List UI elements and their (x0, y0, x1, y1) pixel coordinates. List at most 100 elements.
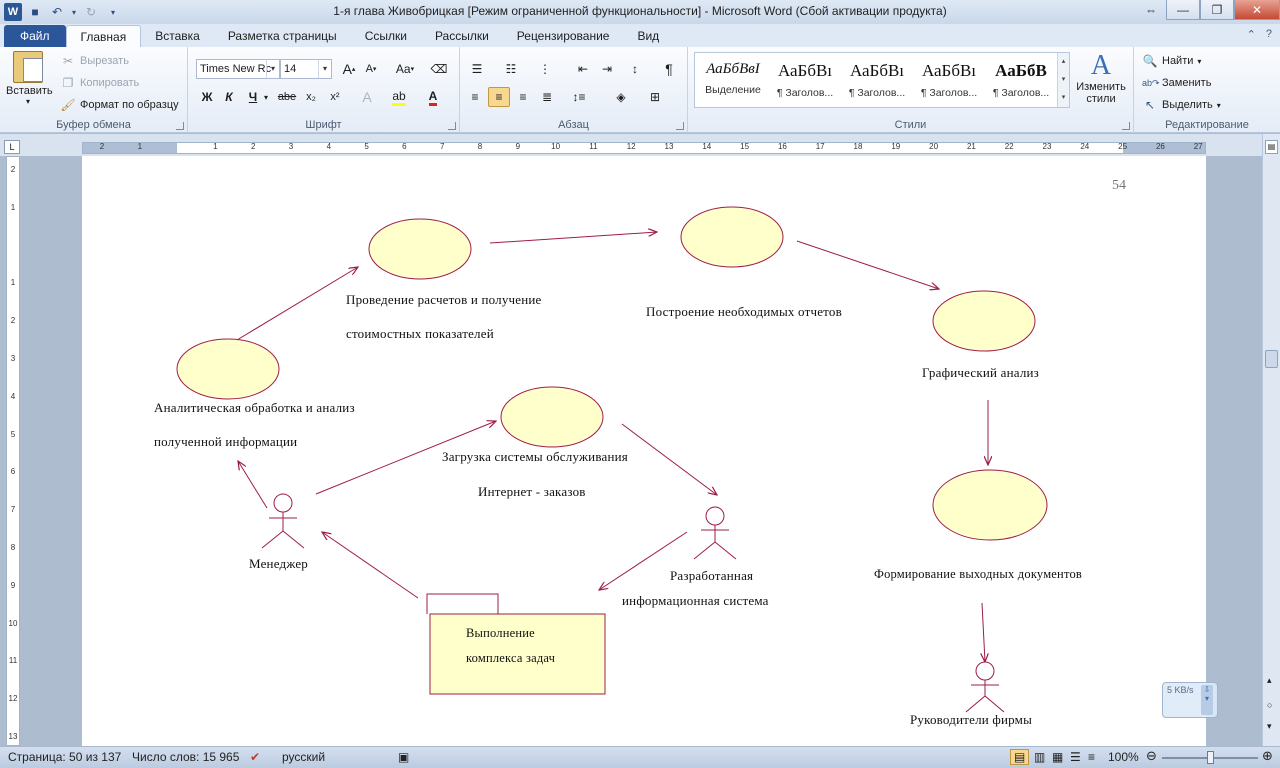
font-color-button[interactable]: A (422, 87, 444, 107)
shrink-font-button[interactable]: A▾ (365, 63, 377, 75)
web-layout-view-icon[interactable]: ▦ (1052, 750, 1064, 764)
usecase-output[interactable] (932, 469, 1048, 541)
actor-heads-icon[interactable] (965, 661, 1005, 713)
paste-button[interactable]: Вставить ▾ (6, 51, 53, 106)
style-item-heading-2[interactable]: АаБбВı ¶ Заголов... (841, 55, 913, 105)
style-item-heading-3[interactable]: АаБбВı ¶ Заголов... (913, 55, 985, 105)
minimize-button[interactable]: — (1166, 0, 1200, 20)
customize-qat-icon[interactable]: ▾ (110, 7, 115, 17)
usecase-graph[interactable] (932, 290, 1036, 352)
zoom-slider-thumb[interactable] (1207, 751, 1214, 764)
usecase-analytic[interactable] (176, 338, 280, 400)
tab-file[interactable]: Файл (4, 25, 66, 47)
decrease-indent-icon[interactable]: ⇤ (577, 62, 589, 76)
borders-icon[interactable]: ⊞ (649, 90, 661, 104)
paragraph-launcher-icon[interactable] (676, 122, 684, 130)
shading-icon[interactable]: ◈ (616, 90, 626, 104)
tab-review[interactable]: Рецензирование (516, 29, 610, 43)
multilevel-list-icon[interactable]: ⋮ (539, 62, 551, 76)
font-launcher-icon[interactable] (448, 122, 456, 130)
tab-references[interactable]: Ссылки (364, 29, 407, 43)
line-spacing-icon[interactable]: ↕≡ (572, 90, 586, 104)
format-painter-button[interactable]: 🖌 Формат по образцу (60, 97, 178, 113)
actor-manager-icon[interactable] (261, 493, 305, 549)
undo-dropdown-icon[interactable]: ▾ (71, 7, 76, 17)
macro-record-icon[interactable]: ▣ (398, 750, 410, 764)
word-logo-icon[interactable]: W (4, 3, 22, 21)
copy-button[interactable]: ❐ Копировать (60, 75, 140, 91)
change-styles-button[interactable]: A Изменить стили (1070, 51, 1132, 106)
proofing-icon[interactable]: ✔ (250, 750, 261, 764)
find-button[interactable]: 🔍 Найти▾ (1142, 53, 1202, 69)
style-item-heading-4[interactable]: АаБбВ ¶ Заголов... (985, 55, 1057, 105)
align-right-icon[interactable]: ≡ (519, 90, 527, 104)
zoom-in-icon[interactable]: ⊕ (1262, 748, 1273, 763)
restore-button[interactable]: ❐ (1200, 0, 1234, 20)
clear-formatting-icon[interactable]: ⌫ (430, 62, 448, 76)
vertical-scrollbar[interactable]: ▤ ▴ ○ ▾ (1262, 134, 1280, 746)
task-package-icon[interactable] (426, 593, 606, 695)
usecase-reports[interactable] (680, 206, 784, 268)
usecase-calc[interactable] (368, 218, 472, 280)
styles-launcher-icon[interactable] (1122, 122, 1130, 130)
zoom-level[interactable]: 100% (1108, 750, 1139, 764)
close-button[interactable]: ✕ (1234, 0, 1280, 20)
underline-button[interactable]: Ч (248, 90, 258, 104)
tab-home[interactable]: Главная (65, 25, 142, 47)
outline-view-icon[interactable]: ☰ (1070, 750, 1081, 764)
clipboard-launcher-icon[interactable] (176, 122, 184, 130)
underline-dropdown-icon[interactable]: ▾ (263, 92, 268, 102)
cut-button[interactable]: ✂ Вырезать (60, 53, 129, 69)
bullets-icon[interactable]: ☰ (471, 62, 483, 76)
text-effects-icon[interactable]: A (362, 89, 372, 105)
status-words[interactable]: Число слов: 15 965 (132, 750, 240, 764)
highlight-button[interactable]: ab (388, 87, 410, 107)
ruler-toggle-icon[interactable]: ▤ (1265, 140, 1278, 154)
font-family-combo[interactable]: Times New Rc ▾ (196, 59, 280, 79)
ribbon-toggle-icon[interactable]: ⇔ (1145, 3, 1157, 17)
align-left-icon[interactable]: ≡ (471, 90, 479, 104)
subscript-button[interactable]: x₂ (306, 91, 316, 103)
justify-icon[interactable]: ≣ (541, 90, 553, 104)
usecase-load[interactable] (500, 386, 604, 448)
superscript-button[interactable]: x² (330, 91, 340, 103)
tab-insert[interactable]: Вставка (155, 29, 200, 43)
scroll-up-icon[interactable]: ▴ (1267, 675, 1272, 685)
italic-button[interactable]: К (225, 90, 233, 104)
font-size-dropdown-icon[interactable]: ▾ (318, 60, 331, 78)
undo-icon[interactable]: ↶ (51, 5, 63, 19)
sort-icon[interactable]: ↕ (632, 62, 638, 76)
strikethrough-button[interactable]: abe (277, 91, 297, 103)
help-icon[interactable]: ? (1265, 28, 1272, 40)
align-center-icon[interactable]: ≡ (488, 87, 510, 107)
draft-view-icon[interactable]: ≡ (1088, 750, 1096, 764)
scroll-down-icon[interactable]: ▾ (1267, 721, 1272, 731)
tab-mailings[interactable]: Рассылки (434, 29, 489, 43)
minimize-ribbon-icon[interactable]: ⌃ (1246, 29, 1256, 41)
tab-stop-selector[interactable]: L (4, 140, 20, 154)
font-family-dropdown-icon[interactable]: ▾ (266, 60, 279, 78)
scroll-thumb[interactable] (1265, 350, 1278, 368)
actor-devsys-icon[interactable] (693, 506, 737, 560)
tab-page-layout[interactable]: Разметка страницы (227, 29, 337, 43)
grow-font-button[interactable]: A▴ (342, 61, 356, 77)
style-item-emphasis[interactable]: АаБбВвІ Выделение (697, 55, 769, 105)
print-layout-view-icon[interactable]: ▤ (1010, 749, 1030, 765)
replace-button[interactable]: ab↷ Заменить (1142, 75, 1211, 91)
full-screen-view-icon[interactable]: ▥ (1034, 750, 1046, 764)
change-case-button[interactable]: Aa▾ (395, 62, 415, 76)
document-page[interactable]: 54 (82, 156, 1206, 746)
bold-button[interactable]: Ж (201, 90, 213, 104)
styles-scroll[interactable]: ▴▾▾ (1057, 53, 1069, 107)
zoom-out-icon[interactable]: ⊖ (1146, 748, 1157, 763)
increase-indent-icon[interactable]: ⇥ (601, 62, 613, 76)
status-language[interactable]: русский (282, 750, 326, 764)
show-marks-icon[interactable]: ¶ (665, 61, 673, 77)
tab-view[interactable]: Вид (637, 29, 660, 43)
browse-object-icon[interactable]: ○ (1267, 700, 1273, 710)
font-size-combo[interactable]: 14 ▾ (280, 59, 332, 79)
select-button[interactable]: ↖ Выделить▾ (1142, 97, 1221, 113)
style-item-heading-1[interactable]: АаБбВı ¶ Заголов... (769, 55, 841, 105)
